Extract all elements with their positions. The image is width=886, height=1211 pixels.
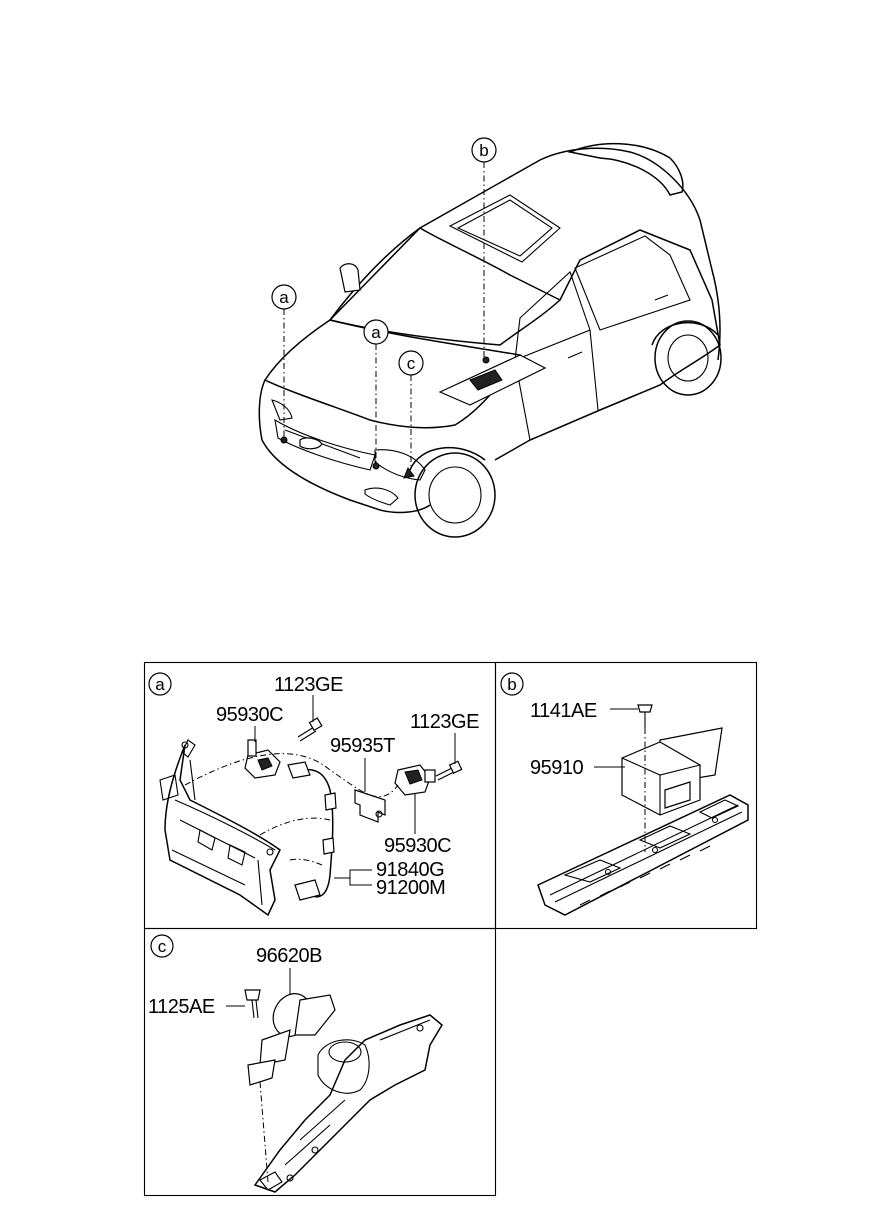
svg-text:1123GE: 1123GE	[410, 711, 479, 733]
horn-96620b	[247, 993, 336, 1086]
airbag-control-unit-95910	[621, 727, 723, 816]
svg-text:1125AE: 1125AE	[148, 996, 215, 1018]
sensor-95930c-right	[394, 764, 436, 796]
svg-text:1123GE: 1123GE	[274, 674, 343, 696]
panel-a: a	[148, 672, 480, 917]
bolt-1125ae	[244, 989, 261, 1019]
overview-callout-a-left: a	[271, 284, 297, 438]
svg-text:a: a	[371, 323, 381, 342]
svg-text:96620B: 96620B	[256, 945, 322, 967]
svg-text:95910: 95910	[530, 757, 583, 779]
panel-c-callout: c	[150, 934, 174, 958]
svg-text:b: b	[479, 141, 488, 160]
radiator-support-drawing	[159, 739, 281, 917]
svg-text:c: c	[158, 937, 167, 956]
panel-b: b 1141AE	[500, 672, 749, 916]
svg-text:1141AE: 1141AE	[530, 700, 597, 722]
panel-c: c 96620B	[148, 934, 443, 1193]
panel-b-callout: b	[500, 672, 524, 696]
sensor-95930c-left	[244, 739, 281, 779]
svg-text:95930C: 95930C	[384, 835, 451, 857]
floor-pan-drawing	[537, 794, 749, 916]
overview-callout-b: b	[471, 137, 497, 358]
svg-text:a: a	[279, 288, 289, 307]
svg-text:a: a	[155, 675, 165, 694]
bracket-95935t	[354, 789, 386, 823]
panel-frames	[143, 661, 758, 1197]
wiring-harness-91840g	[287, 761, 337, 901]
car-overview-drawing	[258, 142, 722, 538]
svg-text:91200M: 91200M	[376, 877, 445, 899]
overview-callout-a-right: a	[363, 319, 389, 464]
bolt-1123ge-right	[435, 760, 463, 781]
bolt-1123ge-left	[297, 717, 323, 742]
bolt-1141ae	[637, 704, 653, 728]
panel-a-callout: a	[148, 672, 172, 696]
svg-text:95935T: 95935T	[330, 735, 395, 757]
svg-text:95930C: 95930C	[216, 704, 283, 726]
svg-text:b: b	[507, 675, 516, 694]
overview-callout-c: c	[398, 350, 424, 466]
svg-text:91840G: 91840G	[376, 859, 444, 881]
front-side-member-drawing	[253, 1014, 443, 1193]
svg-text:c: c	[407, 354, 416, 373]
